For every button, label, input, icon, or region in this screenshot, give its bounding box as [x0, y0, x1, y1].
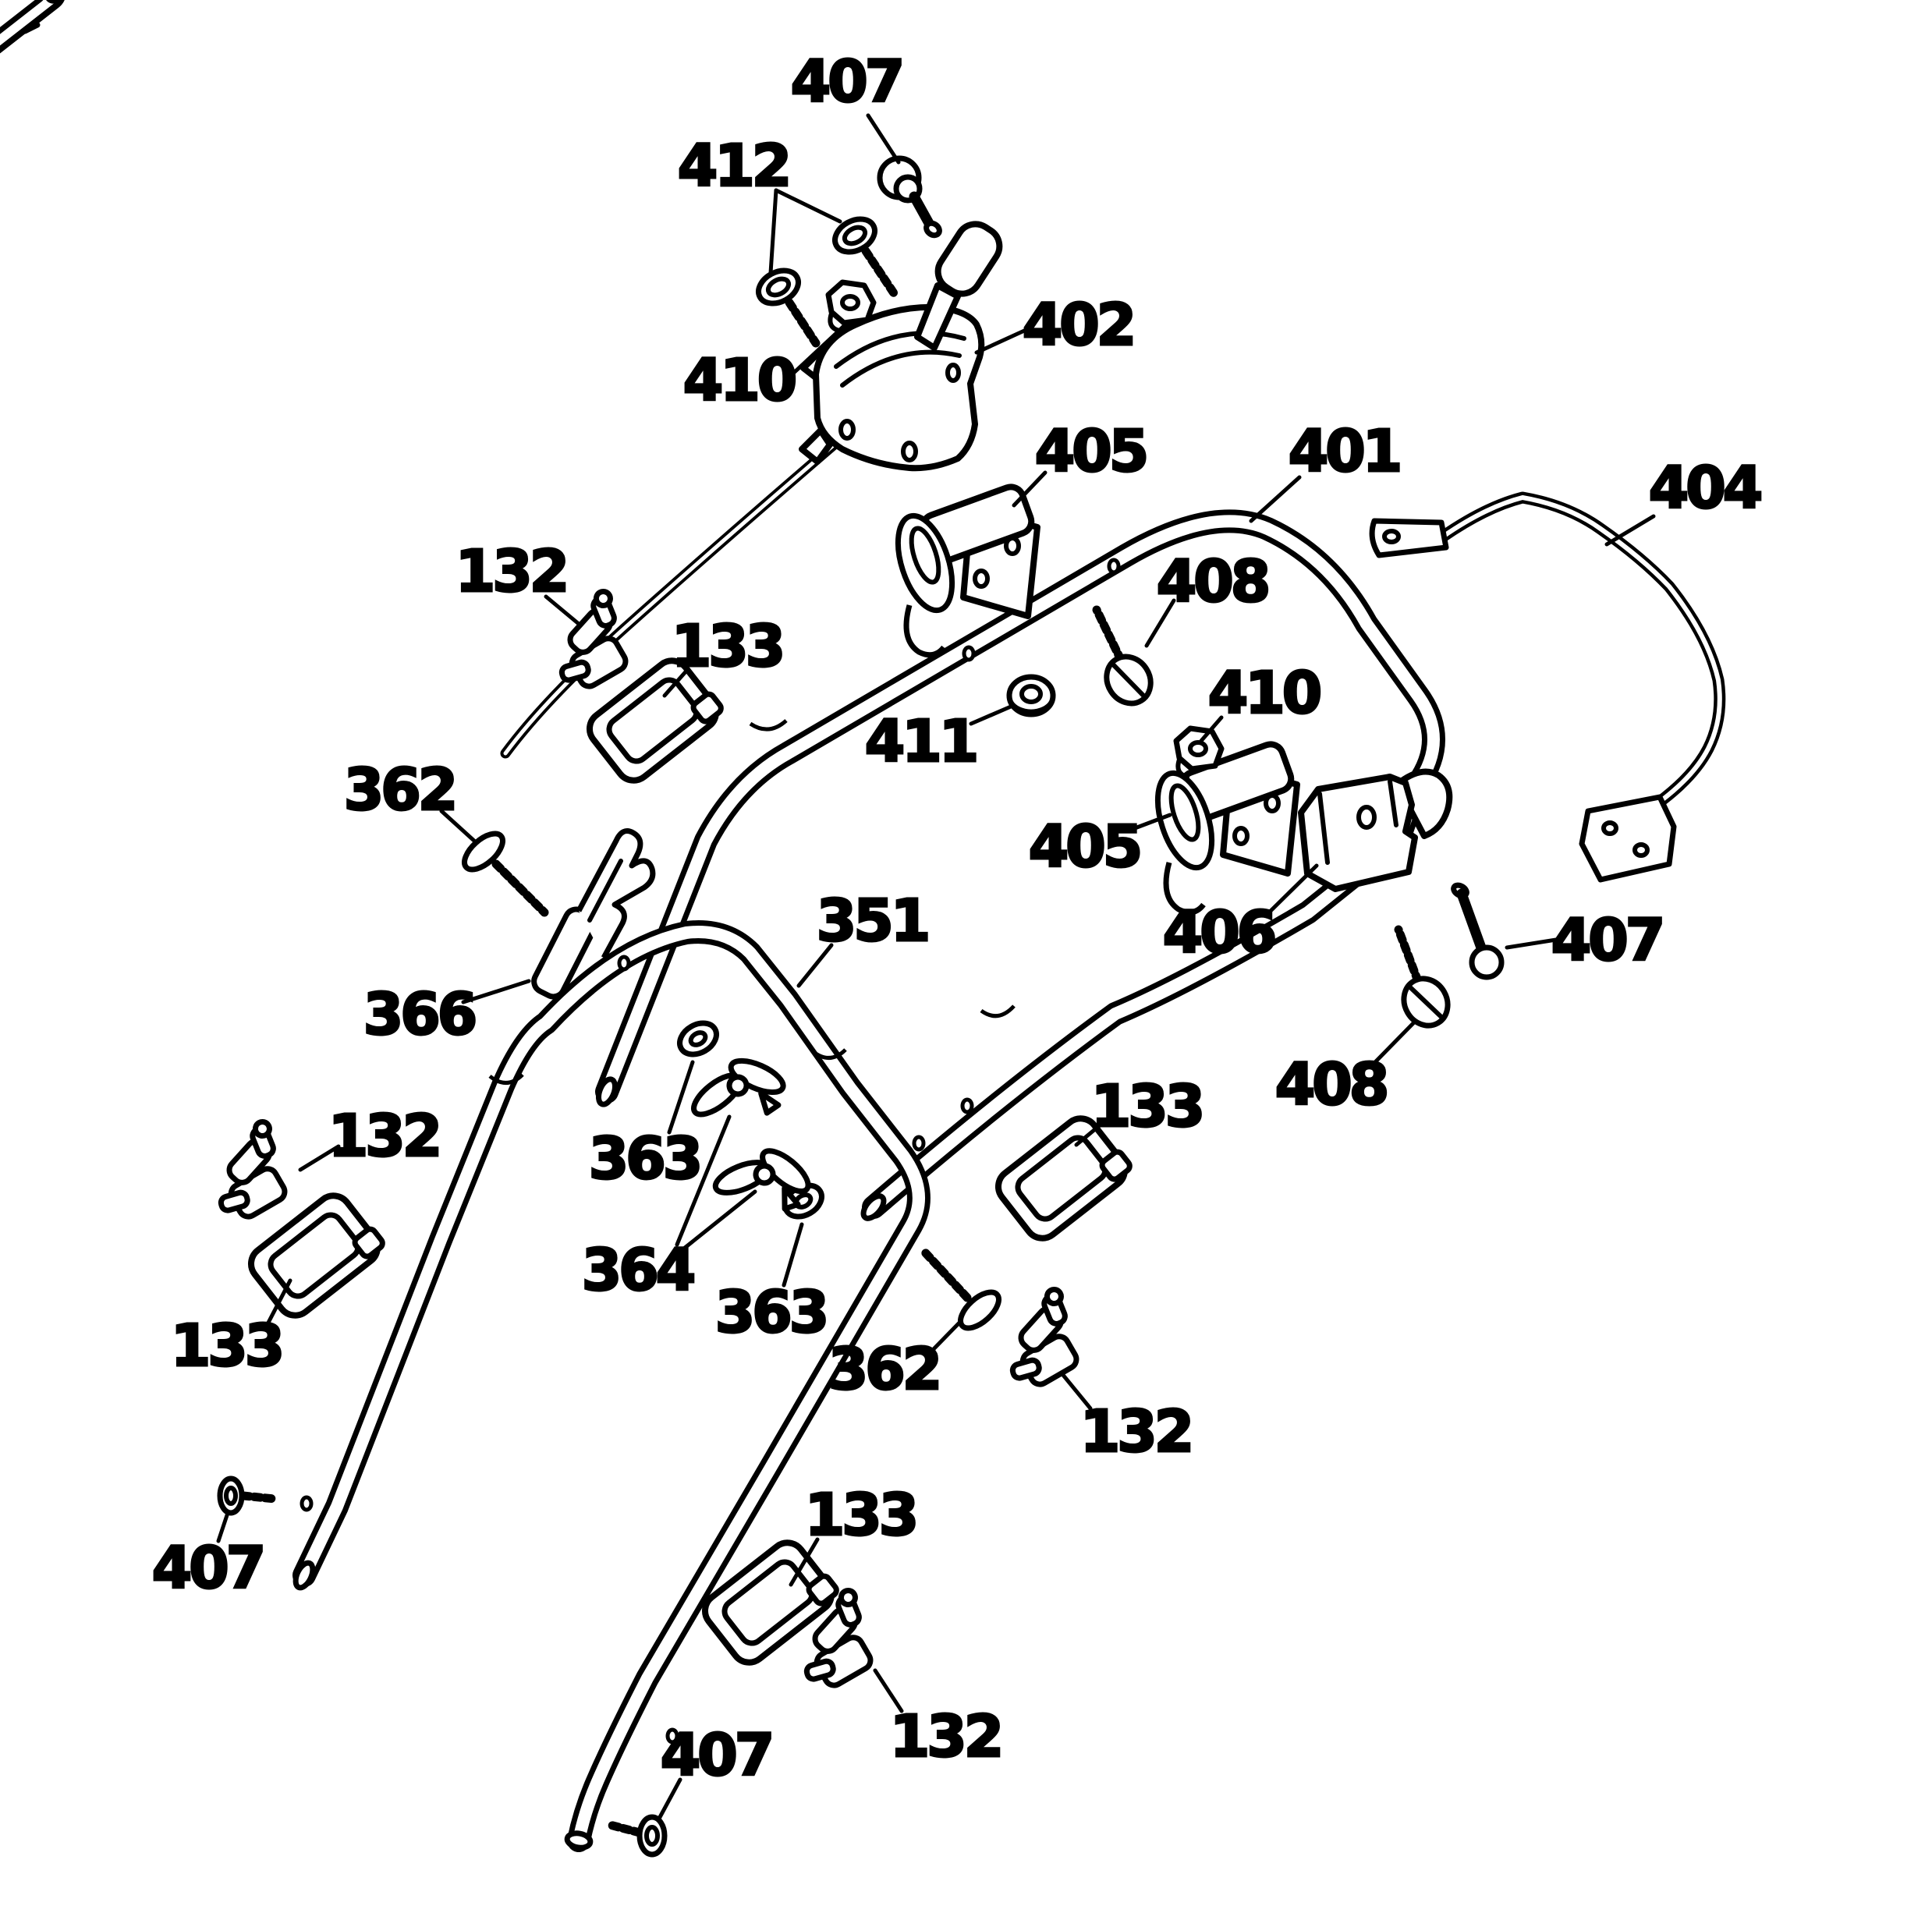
callout-133-mid-right: 133: [1091, 1073, 1202, 1140]
upper-handle-right-end-cap: [860, 1193, 887, 1221]
screw-408-upper: [1092, 605, 1154, 707]
screw-412-right: [832, 216, 899, 298]
washer-363-upper: [674, 1017, 721, 1061]
callout-401: 401: [1289, 418, 1399, 485]
callout-132-upper-left: 132: [456, 538, 566, 605]
latch-bracket-406: [1298, 768, 1453, 892]
callout-133-upper-left: 133: [672, 613, 782, 680]
latch-hook: [1398, 768, 1453, 839]
cable-clip-132-left: [193, 1119, 303, 1227]
screw-407-bottom-left: [217, 1475, 279, 1516]
callout-407-bottom-left: 407: [152, 1535, 263, 1602]
rivet-hole: [962, 645, 976, 662]
callout-408-right: 408: [1275, 1051, 1386, 1118]
pin-407-right: [1451, 882, 1505, 980]
throttle-foot-tab: [799, 427, 833, 465]
tube-joint-mark: [749, 719, 788, 732]
callout-404: 404: [1649, 455, 1761, 522]
handle-clamp-405: [895, 484, 1040, 658]
upper-handle-tube-401: [595, 509, 1445, 1221]
callout-405-upper: 405: [1035, 418, 1146, 485]
rivet-hole: [960, 1097, 974, 1114]
callout-363-lower: 363: [715, 1279, 826, 1346]
screw-412-left: [756, 267, 821, 348]
cable-clip-132-mid-right: [985, 1287, 1095, 1395]
callout-132-bottom: 132: [890, 1703, 1001, 1770]
callout-405-right: 405: [1029, 813, 1140, 880]
tube-joint-mark: [980, 1004, 1016, 1018]
rivet-hole: [300, 1495, 314, 1512]
screw-408-right: [1394, 925, 1451, 1029]
lower-handle-left-end-cap: [292, 1560, 316, 1591]
upper-handle-left-end-cap: [596, 1076, 618, 1107]
wing-bolt-364-upper: [682, 1048, 792, 1124]
cable-guide-366: [531, 828, 656, 1000]
throttle-control-402: [799, 221, 1003, 472]
locknut-411: [1006, 674, 1056, 717]
callout-408-upper: 408: [1157, 548, 1267, 615]
callout-406: 406: [1163, 899, 1274, 966]
callout-133-left: 133: [171, 1312, 282, 1380]
bail-lower-tab: [1579, 794, 1677, 883]
clamp-strap-tail: [903, 604, 946, 658]
callout-402: 402: [1023, 292, 1133, 359]
callout-407-bottom: 407: [661, 1722, 771, 1789]
callout-351: 351: [817, 887, 927, 955]
throttle-lever-knob: [934, 221, 1003, 297]
callout-133-bottom: 133: [805, 1482, 916, 1549]
throttle-cable: [500, 437, 842, 759]
callout-132-left: 132: [328, 1103, 439, 1170]
lower-handle-right-end-cap: [564, 1830, 594, 1851]
callout-411: 411: [865, 708, 976, 775]
callout-362-left: 362: [344, 756, 455, 824]
rivet-hole: [1107, 558, 1121, 575]
callout-410-right: 410: [1208, 660, 1320, 727]
rivet-hole: [617, 955, 631, 972]
tube-joint-mark: [811, 1048, 847, 1060]
leader-lines: [216, 113, 1656, 1821]
handle-clamp-405-right: [1147, 741, 1297, 912]
callout-363-left: 363: [589, 1125, 700, 1192]
lower-handle-tube-351: [292, 920, 931, 1852]
callout-410-top: 410: [683, 347, 795, 414]
callout-362-right: 362: [828, 1336, 939, 1403]
screw-407-bottom: [605, 1814, 668, 1858]
throttle-body: [813, 303, 985, 472]
bail-rod-404: [1369, 491, 1726, 883]
callout-366: 366: [363, 981, 475, 1048]
grommet-133: [0, 0, 71, 63]
screw-362-right: [920, 1248, 1001, 1331]
callout-132-mid-right: 132: [1080, 1398, 1191, 1465]
rivet-hole: [665, 1727, 679, 1745]
callout-407-top: 407: [791, 48, 902, 115]
screw-362-left: [462, 831, 549, 917]
rivet-hole: [912, 1135, 926, 1152]
callout-labels: 407 412 410 402 405 401 404 408 411 410 …: [151, 48, 1765, 1791]
screw-407-top: [877, 155, 942, 239]
callout-407-right: 407: [1551, 907, 1662, 974]
callout-364: 364: [582, 1237, 694, 1304]
tube-joint-mark: [488, 1073, 524, 1085]
callout-412: 412: [678, 133, 789, 200]
